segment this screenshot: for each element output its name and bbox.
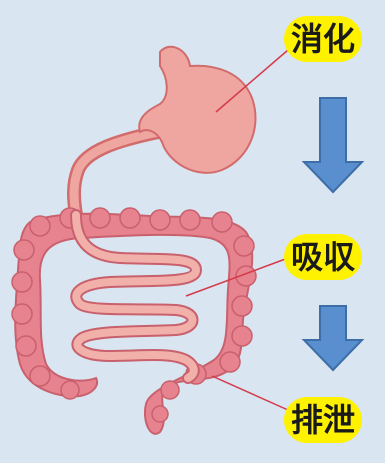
stomach xyxy=(139,47,255,173)
label-absorption: 吸収 xyxy=(284,234,362,280)
label-excretion: 排泄 xyxy=(284,397,362,443)
label-digestion: 消化 xyxy=(284,16,362,62)
small-intestine-inner xyxy=(76,215,196,378)
pointer-line-excretion xyxy=(212,376,288,410)
esophagus-inner xyxy=(74,132,158,215)
arrow-down-icon xyxy=(304,98,362,192)
large-intestine xyxy=(15,214,252,434)
arrow-down-icon xyxy=(304,306,362,370)
